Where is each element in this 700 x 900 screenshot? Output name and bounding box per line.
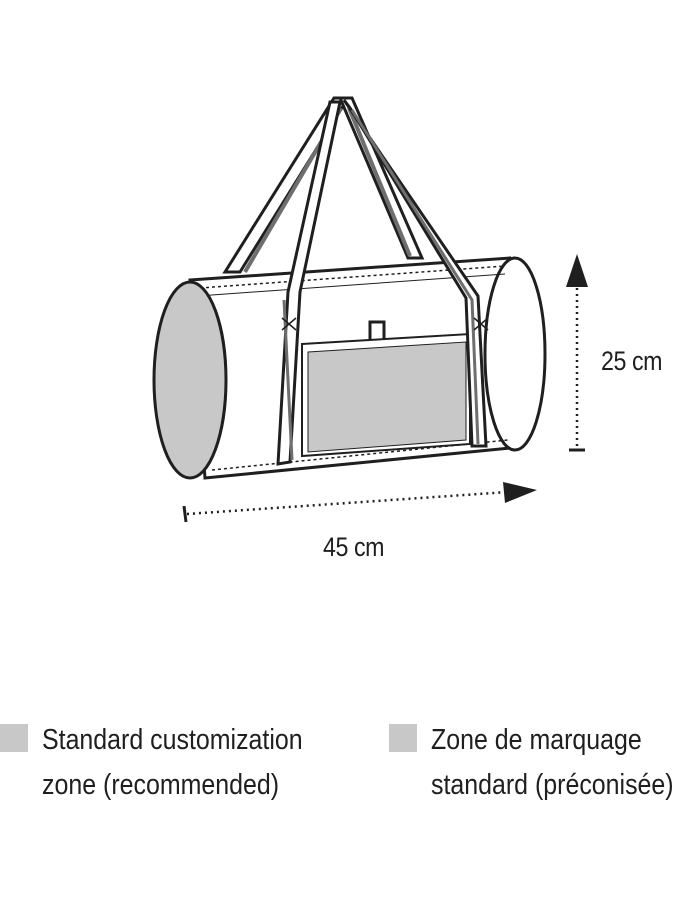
legend-english-line1: Standard customization: [42, 724, 303, 756]
width-dimension-arrow: [182, 482, 537, 523]
legend-french-line1: Zone de marquage: [431, 724, 642, 756]
height-dimension-arrow: [566, 254, 588, 452]
bag-end-cap: [152, 280, 228, 480]
legend-text-english: Standard customization zone (recommended…: [42, 718, 303, 808]
back-strap: [222, 96, 425, 274]
legend-text-french: Zone de marquage standard (préconisée): [431, 718, 674, 808]
front-strap: [276, 99, 489, 466]
legend-french-line2: standard (préconisée): [431, 769, 674, 801]
customization-zone: [301, 332, 471, 458]
width-label: 45 cm: [323, 532, 385, 562]
height-label: 25 cm: [601, 346, 663, 376]
legend-english-line2: zone (recommended): [42, 769, 280, 801]
legend-swatch-french: [389, 724, 417, 752]
legend-swatch-english: [0, 724, 28, 752]
